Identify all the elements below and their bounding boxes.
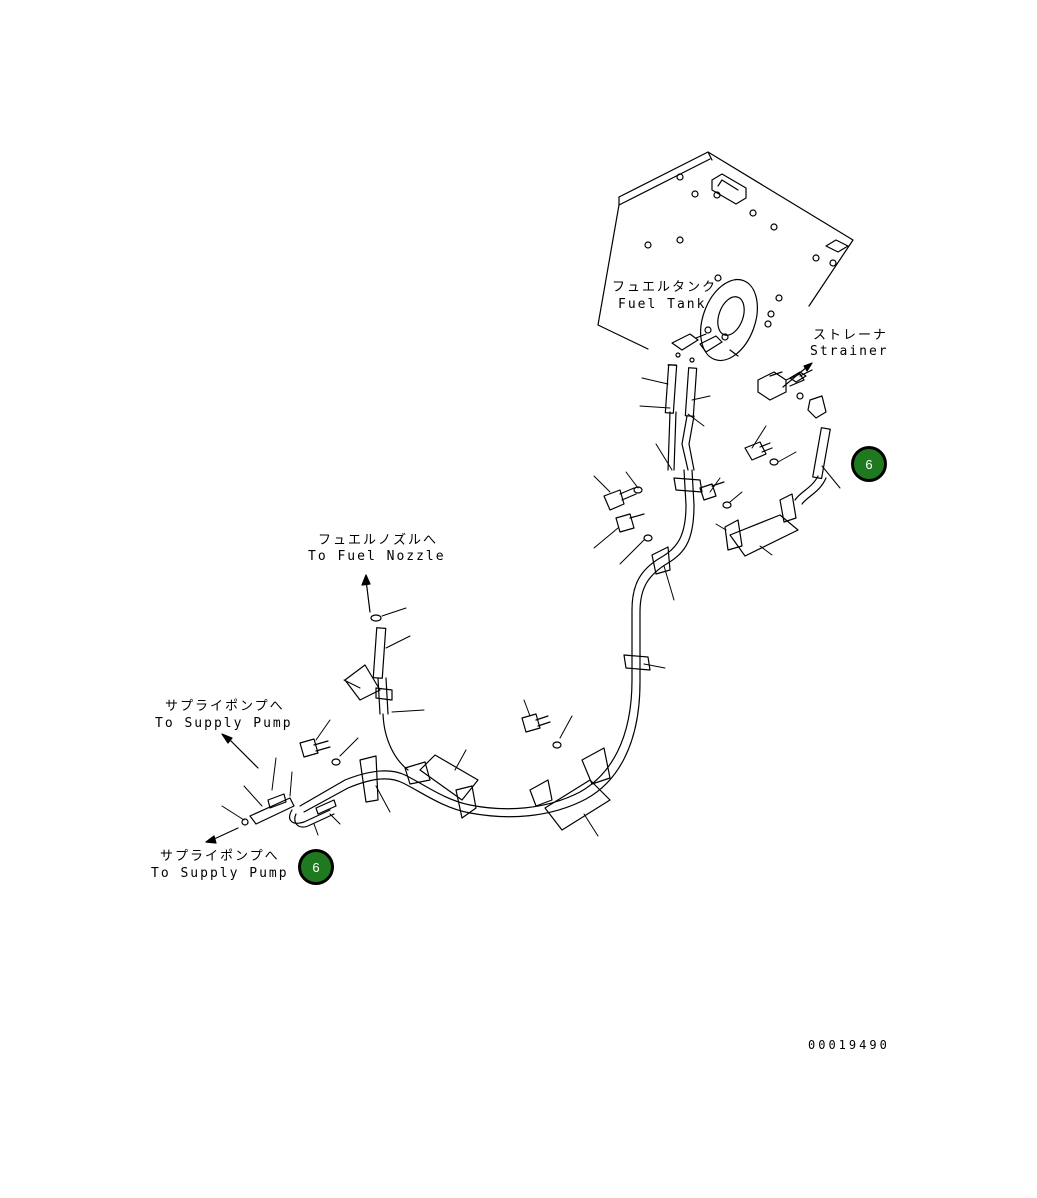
tank-outlet-fittings bbox=[671, 326, 729, 363]
hose-strainer bbox=[794, 427, 831, 505]
fuel-tank-label-jp: フュエルタンク bbox=[612, 280, 718, 295]
hose-right bbox=[681, 367, 698, 471]
fuel-nozzle-label-jp: フュエルノズルへ bbox=[318, 533, 439, 548]
fuel-nozzle-label-en: To Fuel Nozzle bbox=[308, 549, 446, 564]
drawing-number: 00019490 bbox=[808, 1038, 890, 1052]
callout-6-right: 6 bbox=[851, 446, 887, 482]
strainer bbox=[757, 369, 827, 419]
arrows bbox=[205, 362, 813, 844]
pipe-clamps bbox=[359, 477, 703, 819]
callout-6-left: 6 bbox=[298, 849, 334, 885]
leader-lines bbox=[221, 377, 841, 837]
fuel-tank bbox=[597, 151, 854, 362]
main-pipe bbox=[299, 469, 695, 818]
hose-left bbox=[664, 364, 678, 471]
fuel-tank-label-en: Fuel Tank bbox=[618, 297, 707, 312]
supply-pump-bottom-label-en: To Supply Pump bbox=[151, 866, 289, 881]
supply-pump-top-label-jp: サプライポンプへ bbox=[165, 699, 285, 714]
supply-pump-fittings bbox=[241, 793, 337, 828]
supply-pump-top-label-en: To Supply Pump bbox=[155, 716, 293, 731]
fasteners bbox=[299, 441, 779, 766]
bracket-plates bbox=[344, 493, 799, 831]
strainer-label-jp: ストレーナ bbox=[813, 328, 889, 343]
supply-pump-bottom-label-jp: サプライポンプへ bbox=[160, 849, 280, 864]
strainer-label-en: Strainer bbox=[810, 344, 889, 359]
hose-fuel-nozzle bbox=[370, 614, 409, 771]
